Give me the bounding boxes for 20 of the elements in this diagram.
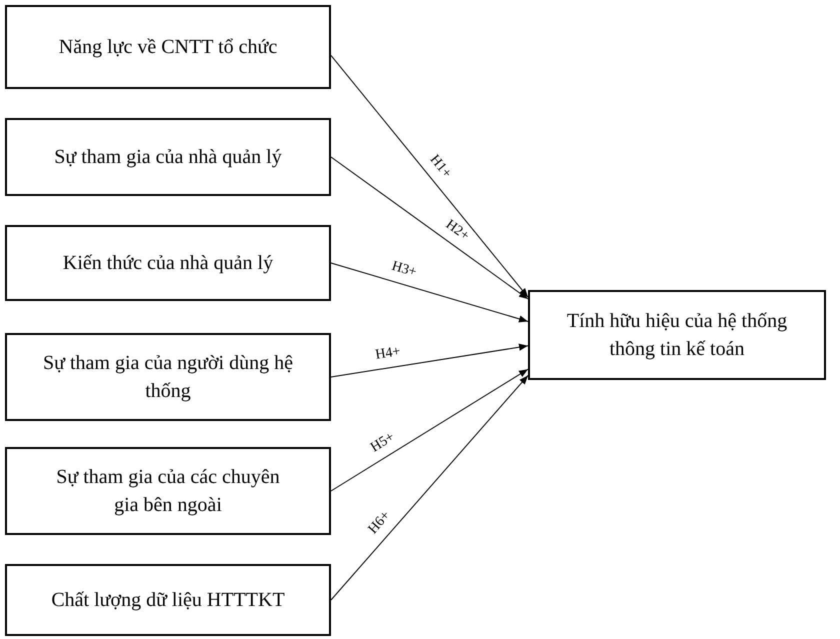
arrow — [330, 344, 528, 378]
arrow — [330, 54, 528, 298]
variable-label: Tính hữu hiệu của hệ thống thông tin kế toán — [566, 309, 788, 362]
arrow — [330, 368, 528, 492]
variable-box — [5, 333, 331, 421]
variable-box — [5, 5, 331, 89]
arrow — [330, 375, 528, 600]
variable-box — [5, 225, 331, 301]
variable-label: Sự tham gia của các chuyên gia bên ngoài — [55, 465, 281, 518]
variable-box — [5, 118, 331, 196]
variable-box — [528, 290, 826, 380]
arrow — [330, 156, 528, 300]
variable-label: Chất lượng dữ liệu HTTTKT — [51, 588, 285, 613]
variable-label: Sự tham gia của người dùng hệ thống — [42, 351, 294, 404]
variable-label: Sự tham gia của nhà quản lý — [54, 145, 282, 170]
variable-box — [5, 564, 331, 636]
variable-label: Kiến thức của nhà quản lý — [62, 251, 274, 276]
variable-label: Năng lực về CNTT tổ chức — [58, 35, 278, 60]
variable-box — [5, 447, 331, 535]
arrow — [330, 262, 528, 322]
